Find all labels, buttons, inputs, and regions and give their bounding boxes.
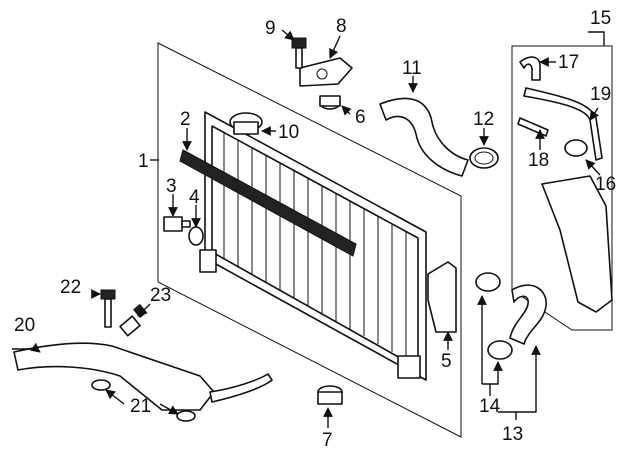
mounting-bracket	[299, 57, 353, 87]
callout-22: 22	[60, 277, 81, 298]
callout-10: 10	[278, 122, 299, 143]
o-ring	[188, 226, 204, 246]
pipe-bolt	[100, 289, 116, 328]
callout-2: 2	[180, 109, 191, 130]
callout-1: 1	[138, 151, 149, 172]
o-ring-pipe-a	[91, 379, 111, 391]
leader-lines	[12, 29, 605, 428]
callout-9: 9	[265, 18, 276, 39]
hose-clamp-lower-b	[487, 340, 513, 360]
coolant-reservoir	[541, 175, 613, 313]
callout-8: 8	[336, 16, 347, 37]
temperature-sensor	[119, 303, 147, 337]
radiator-frame-outline	[157, 42, 462, 438]
callout-15: 15	[590, 8, 611, 29]
callout-5: 5	[441, 351, 452, 372]
callout-12: 12	[473, 109, 494, 130]
callout-6: 6	[355, 107, 366, 128]
callout-14: 14	[479, 396, 501, 417]
callout-20: 20	[14, 315, 35, 336]
hose-elbow	[519, 56, 541, 81]
callout-23: 23	[150, 285, 171, 306]
radiator-cap	[229, 112, 263, 135]
callout-4: 4	[189, 187, 200, 208]
upper-mount-cushion	[319, 95, 341, 110]
o-ring-pipe-b	[176, 410, 196, 422]
reservoir-cap	[564, 139, 588, 157]
water-pipe	[13, 342, 273, 411]
callout-7: 7	[322, 430, 333, 451]
callout-19: 19	[590, 84, 611, 105]
air-guide	[427, 261, 457, 333]
hose-clip	[517, 117, 549, 137]
callout-17: 17	[558, 52, 579, 73]
reservoir-group-box	[511, 45, 613, 331]
callout-18: 18	[528, 150, 549, 171]
lower-hose	[509, 284, 547, 345]
callout-3: 3	[166, 176, 177, 197]
drain-plug	[163, 216, 191, 232]
bracket-bolt	[291, 37, 307, 69]
hose-clamp-lower-a	[475, 272, 501, 292]
upper-hose	[379, 97, 469, 177]
callout-labels: 1 2 3 4 5 6 7 8 9 10 11 12 13 14 15 16 1…	[14, 8, 616, 451]
lower-mount-cushion	[317, 385, 343, 405]
callout-11: 11	[402, 58, 422, 79]
callout-13: 13	[502, 424, 523, 445]
callout-21: 21	[130, 396, 151, 417]
callout-16: 16	[595, 174, 616, 195]
overflow-hose	[523, 87, 603, 161]
hose-clamp-upper	[469, 147, 499, 169]
seal-strip	[179, 149, 357, 257]
radiator-illustration	[199, 111, 427, 381]
